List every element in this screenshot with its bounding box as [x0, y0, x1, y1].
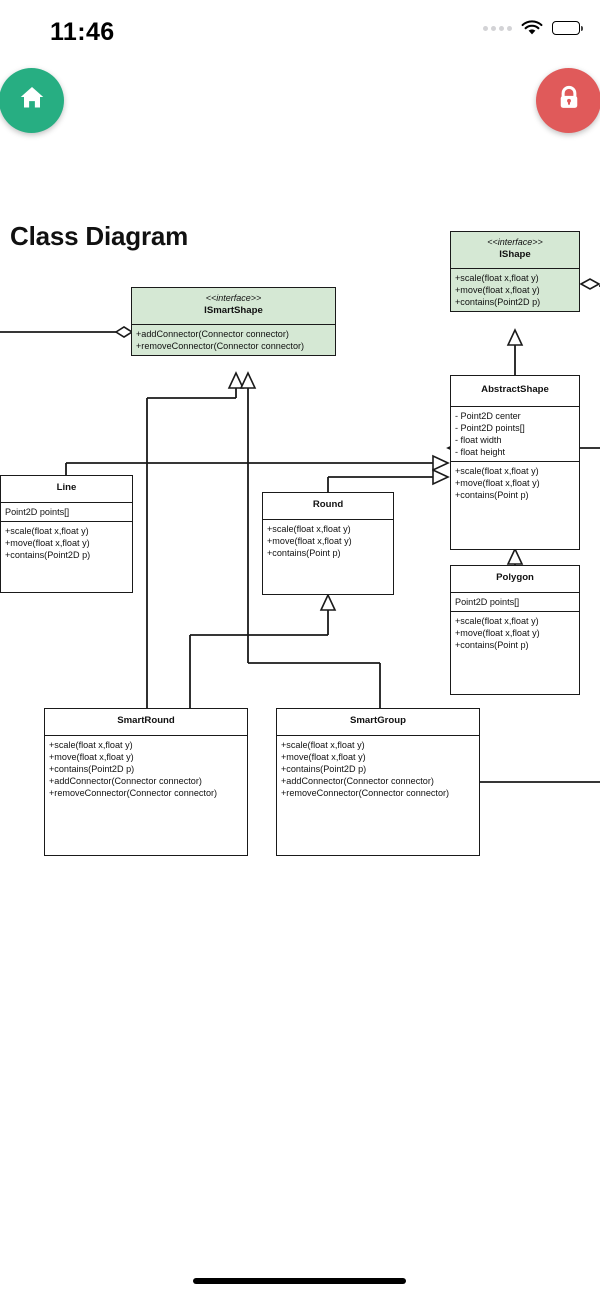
- class-methods: +scale(float x,float y) +move(float x,fl…: [451, 462, 579, 504]
- class-methods: +scale(float x,float y) +move(float x,fl…: [263, 520, 393, 562]
- class-methods: +scale(float x,float y) +move(float x,fl…: [451, 612, 579, 654]
- attribute-row: - float width: [455, 434, 502, 445]
- generalization-arrow-smartround-round: [319, 593, 337, 611]
- generalization-arrow-line: [432, 454, 450, 472]
- class-attributes: Point2D points[]: [1, 503, 132, 522]
- battery-full-icon: [552, 21, 584, 35]
- realization-arrow-ishape: [506, 328, 524, 346]
- method-row: +scale(float x,float y): [49, 739, 133, 750]
- method-row: +contains(Point2D p): [455, 296, 541, 307]
- method-row: +removeConnector(Connector connector): [281, 787, 450, 798]
- class-name: Round: [312, 499, 344, 510]
- class-header: SmartGroup: [277, 709, 479, 736]
- lock-button[interactable]: [536, 68, 600, 133]
- class-name: Polygon: [496, 572, 534, 583]
- class-header: <<interface>> ISmartShape: [132, 288, 335, 325]
- uml-class-line[interactable]: Line Point2D points[] +scale(float x,flo…: [0, 475, 133, 593]
- attribute-row: - Point2D center: [455, 410, 521, 421]
- method-row: +move(float x,float y): [455, 284, 540, 295]
- method-row: +scale(float x,float y): [281, 739, 365, 750]
- class-attributes: - Point2D center - Point2D points[] - fl…: [451, 407, 579, 462]
- method-row: +move(float x,float y): [455, 627, 540, 638]
- class-header: Line: [1, 476, 132, 503]
- class-header: <<interface>> IShape: [451, 232, 579, 269]
- class-stereotype: <<interface>>: [205, 293, 262, 303]
- method-row: +contains(Point p): [455, 489, 529, 500]
- uml-class-ishape[interactable]: <<interface>> IShape +scale(float x,floa…: [450, 231, 580, 312]
- status-indicators: [483, 20, 584, 36]
- method-row: +scale(float x,float y): [455, 615, 539, 626]
- method-row: +scale(float x,float y): [5, 525, 89, 536]
- uml-class-abstractshape[interactable]: AbstractShape - Point2D center - Point2D…: [450, 375, 580, 550]
- method-row: +addConnector(Connector connector): [281, 775, 434, 786]
- generalization-arrow-polygon: [506, 547, 524, 565]
- uml-class-smartround[interactable]: SmartRound +scale(float x,float y) +move…: [44, 708, 248, 856]
- class-methods: +scale(float x,float y) +move(float x,fl…: [451, 269, 579, 311]
- home-indicator[interactable]: [193, 1278, 406, 1284]
- generalization-arrow-round: [432, 468, 450, 486]
- class-header: Polygon: [451, 566, 579, 593]
- class-header: AbstractShape: [451, 376, 579, 407]
- uml-class-round[interactable]: Round +scale(float x,float y) +move(floa…: [262, 492, 394, 595]
- class-header: Round: [263, 493, 393, 520]
- realization-arrow-smartgroup-ismartshape: [239, 371, 257, 389]
- method-row: +contains(Point2D p): [5, 549, 91, 560]
- uml-class-ismartshape[interactable]: <<interface>> ISmartShape +addConnector(…: [131, 287, 336, 356]
- method-row: +move(float x,float y): [267, 535, 352, 546]
- wifi-icon: [521, 20, 543, 36]
- method-row: +contains(Point p): [455, 639, 529, 650]
- class-stereotype: <<interface>>: [487, 237, 543, 247]
- method-row: +move(float x,float y): [455, 477, 540, 488]
- method-row: +contains(Point2D p): [281, 763, 367, 774]
- method-row: +move(float x,float y): [5, 537, 90, 548]
- method-row: +removeConnector(Connector connector): [49, 787, 218, 798]
- class-name: AbstractShape: [481, 384, 549, 395]
- method-row: +addConnector(Connector connector): [49, 775, 202, 786]
- method-row: +scale(float x,float y): [267, 523, 351, 534]
- realization-arrow-smartround-ismartshape: [227, 371, 245, 389]
- page-title: Class Diagram: [10, 221, 189, 251]
- attribute-row: Point2D points[]: [455, 596, 520, 607]
- class-methods: +scale(float x,float y) +move(float x,fl…: [1, 522, 132, 564]
- uml-class-polygon[interactable]: Polygon Point2D points[] +scale(float x,…: [450, 565, 580, 695]
- class-name: SmartRound: [117, 715, 175, 726]
- method-row: +contains(Point p): [267, 547, 341, 558]
- uml-class-smartgroup[interactable]: SmartGroup +scale(float x,float y) +move…: [276, 708, 480, 856]
- method-row: +scale(float x,float y): [455, 465, 539, 476]
- home-button[interactable]: [0, 68, 64, 133]
- class-header: SmartRound: [45, 709, 247, 736]
- attribute-row: - Point2D points[]: [455, 422, 525, 433]
- class-name: Line: [56, 482, 77, 493]
- status-bar: 11:46: [0, 0, 600, 58]
- method-row: +move(float x,float y): [281, 751, 366, 762]
- class-attributes: Point2D points[]: [451, 593, 579, 612]
- class-name: ISmartShape: [204, 304, 263, 316]
- method-row: +move(float x,float y): [49, 751, 134, 762]
- status-time: 11:46: [50, 18, 115, 46]
- aggregation-diamond-ismartshape: [114, 326, 134, 338]
- method-row: +contains(Point2D p): [49, 763, 135, 774]
- aggregation-diamond-ishape: [579, 278, 600, 290]
- class-methods: +scale(float x,float y) +move(float x,fl…: [45, 736, 247, 802]
- class-methods: +scale(float x,float y) +move(float x,fl…: [277, 736, 479, 802]
- class-name: IShape: [499, 248, 531, 260]
- attribute-row: Point2D points[]: [5, 506, 70, 517]
- signal-dots-icon: [483, 25, 512, 31]
- home-icon: [17, 83, 47, 118]
- attribute-row: - float height: [455, 446, 506, 457]
- class-methods: +addConnector(Connector connector) +remo…: [132, 325, 335, 355]
- method-row: +addConnector(Connector connector): [136, 328, 289, 339]
- lock-icon: [554, 83, 584, 118]
- method-row: +removeConnector(Connector connector): [136, 340, 305, 351]
- method-row: +scale(float x,float y): [455, 272, 539, 283]
- class-name: SmartGroup: [350, 715, 406, 726]
